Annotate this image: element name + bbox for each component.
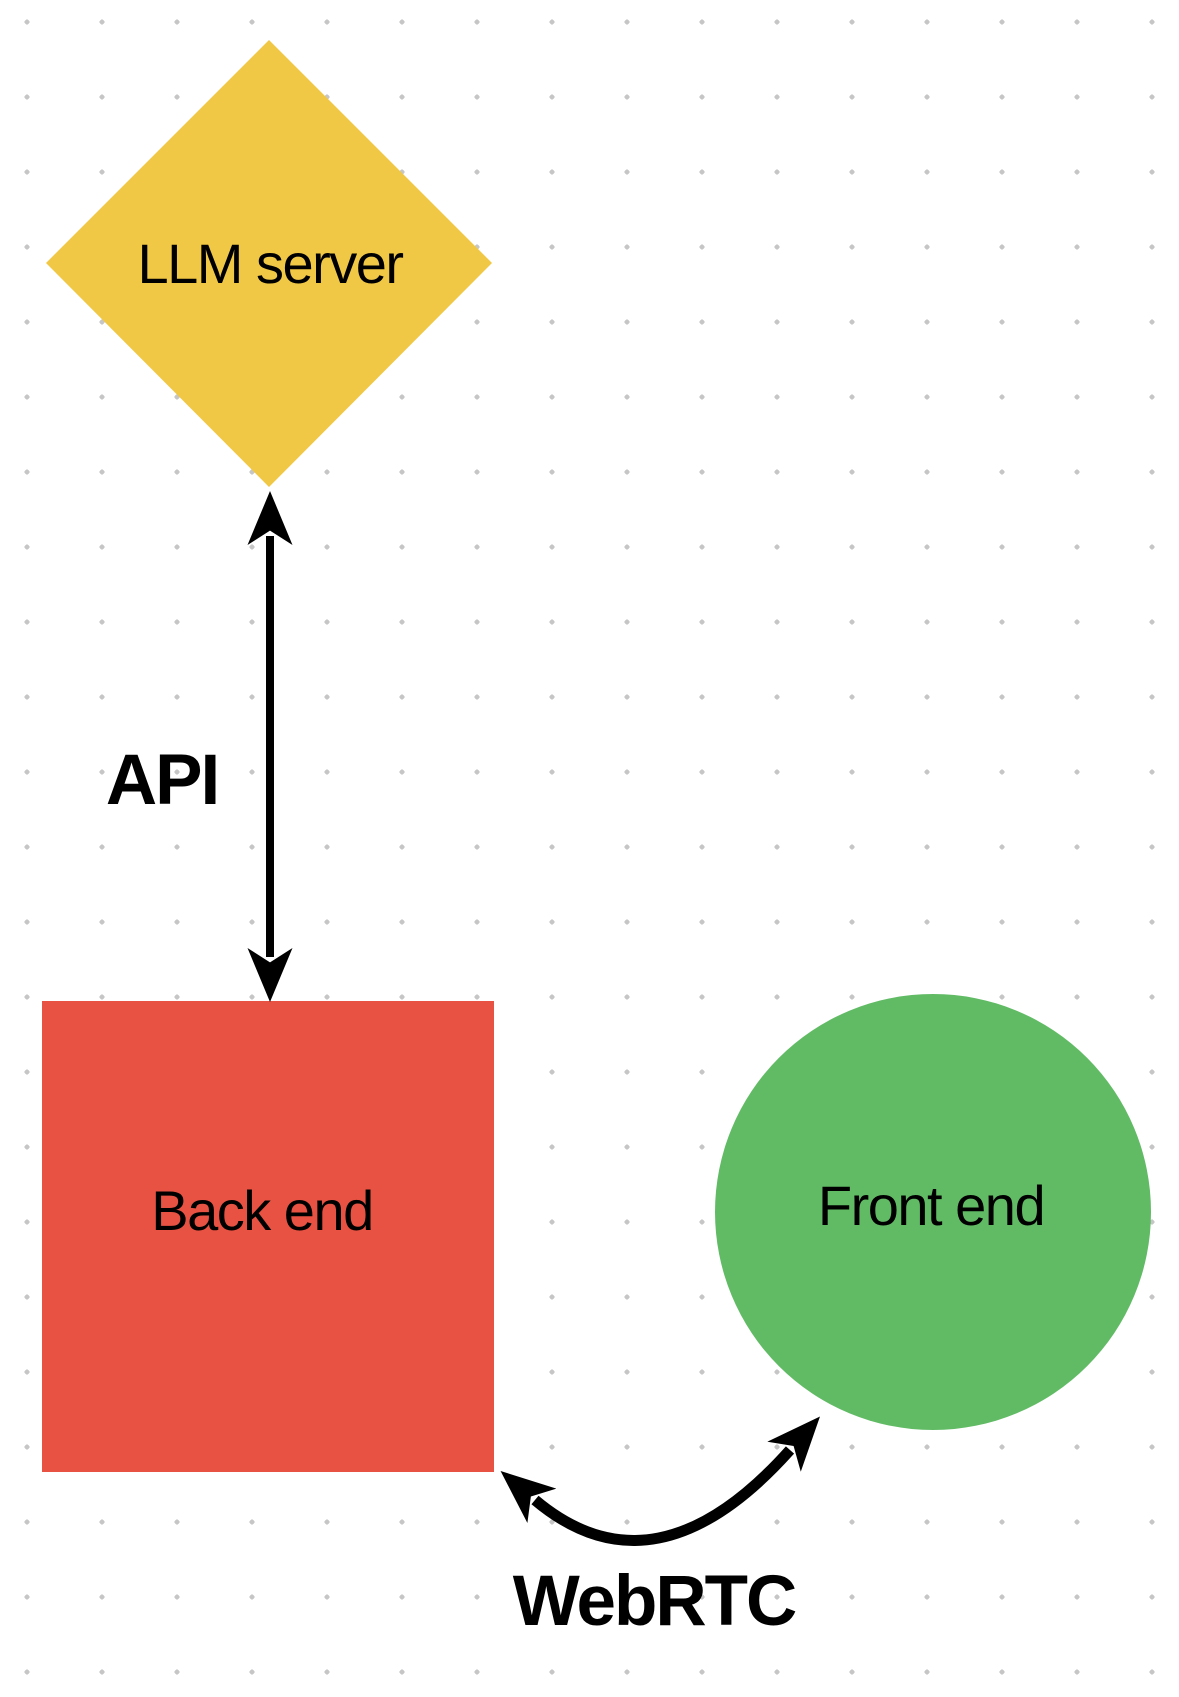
webrtc-edge-label[interactable]: WebRTC xyxy=(512,1561,798,1641)
front-end-label[interactable]: Front end xyxy=(817,1174,1046,1238)
llm-server-label[interactable]: LLM server xyxy=(137,232,404,296)
webrtc-edge-arrow[interactable] xyxy=(500,1416,821,1546)
back-end-shape[interactable] xyxy=(42,1001,494,1472)
api-edge-label[interactable]: API xyxy=(105,740,220,820)
front-end-shape[interactable] xyxy=(715,994,1151,1430)
back-end-label[interactable]: Back end xyxy=(151,1179,374,1243)
llm-server-shape[interactable] xyxy=(46,40,492,487)
